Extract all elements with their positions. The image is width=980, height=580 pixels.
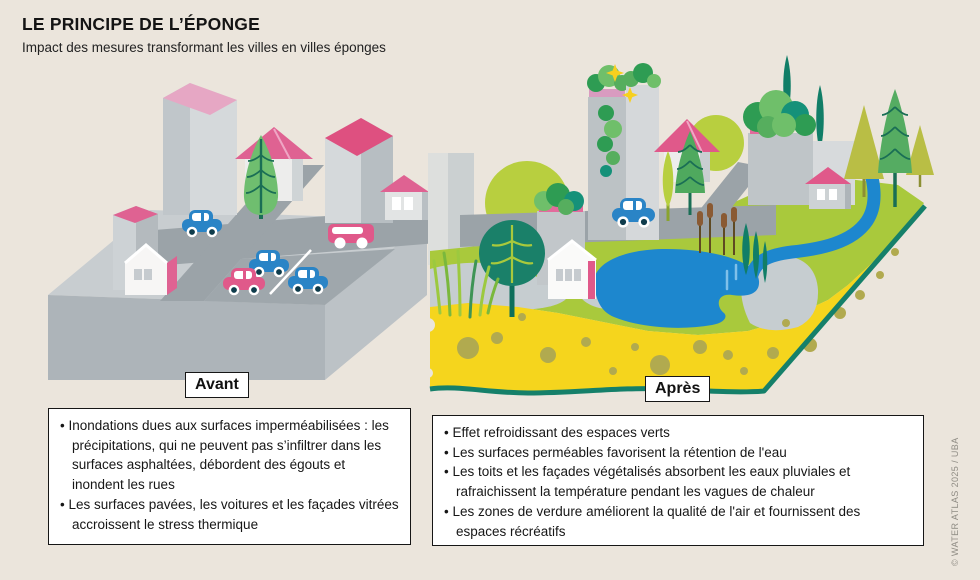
- poplar-tree-icon: [662, 151, 674, 221]
- bullet-item: Les surfaces perméables favorisent la ré…: [444, 443, 912, 463]
- van-pink-icon: [328, 224, 374, 249]
- cypress-tree-icon: [742, 223, 768, 283]
- pine-tree-icon: [675, 131, 705, 215]
- flower-icon: [606, 64, 624, 82]
- car-blue-icon: [249, 250, 289, 278]
- car-blue-icon: [288, 267, 328, 295]
- grass-tuft: [432, 249, 500, 319]
- after-label: Après: [645, 376, 711, 403]
- sponge-edge-notches: [428, 318, 435, 378]
- car-blue-icon: [612, 198, 655, 228]
- bullet-item: Inondations dues aux surfaces imperméabi…: [60, 416, 399, 495]
- green-roof-tower-right: [743, 90, 855, 205]
- sponge-holes: [457, 248, 899, 375]
- sponge-teal-edge: [429, 204, 927, 396]
- bullet-item: Les surfaces pavées, les voitures et les…: [60, 495, 399, 534]
- water-highlights: [725, 263, 738, 291]
- before-label-text: Avant: [195, 376, 239, 393]
- bullet-item: Les zones de verdure améliorent la quali…: [444, 502, 912, 541]
- after-label-text: Après: [655, 380, 701, 397]
- after-description-box: Effet refroidissant des espaces verts Le…: [432, 415, 924, 546]
- page-subtitle: Impact des mesures transformant les vill…: [22, 40, 386, 55]
- flower-icon: [622, 87, 638, 103]
- white-house: [124, 243, 177, 295]
- before-city-illustration: [48, 83, 462, 380]
- wall-fragment: [428, 153, 474, 265]
- cattail-icon: [697, 203, 737, 255]
- conifer-tree-icon: [243, 135, 279, 219]
- building-tower-left: [163, 83, 237, 215]
- white-house: [547, 239, 597, 299]
- after-city-illustration: [428, 55, 934, 396]
- small-house-right: [805, 167, 851, 209]
- before-bullet-list: Inondations dues aux surfaces imperméabi…: [60, 416, 399, 534]
- after-bullet-list: Effet refroidissant des espaces verts Le…: [444, 423, 912, 541]
- car-blue-icon: [182, 210, 222, 238]
- slope-path: [741, 255, 819, 331]
- page-title: LE PRINCIPE DE L’ÉPONGE: [22, 14, 260, 34]
- before-description-box: Inondations dues aux surfaces imperméabi…: [48, 408, 411, 545]
- pine-tree-icon: [844, 89, 934, 207]
- copyright-credit: © WATER ATLAS 2025 / UBA: [950, 437, 960, 566]
- pond: [593, 249, 760, 328]
- lane-marking: [269, 249, 312, 295]
- before-label: Avant: [185, 372, 249, 399]
- teal-tree-icon: [479, 220, 545, 317]
- car-pink-icon: [223, 268, 265, 296]
- bullet-item: Les toits et les façades végétalisés abs…: [444, 462, 912, 501]
- header: LE PRINCIPE DE L’ÉPONGE Impact des mesur…: [22, 14, 386, 55]
- building-tower-right: [325, 118, 393, 223]
- small-house-right: [380, 175, 429, 220]
- bullet-item: Effet refroidissant des espaces verts: [444, 423, 912, 443]
